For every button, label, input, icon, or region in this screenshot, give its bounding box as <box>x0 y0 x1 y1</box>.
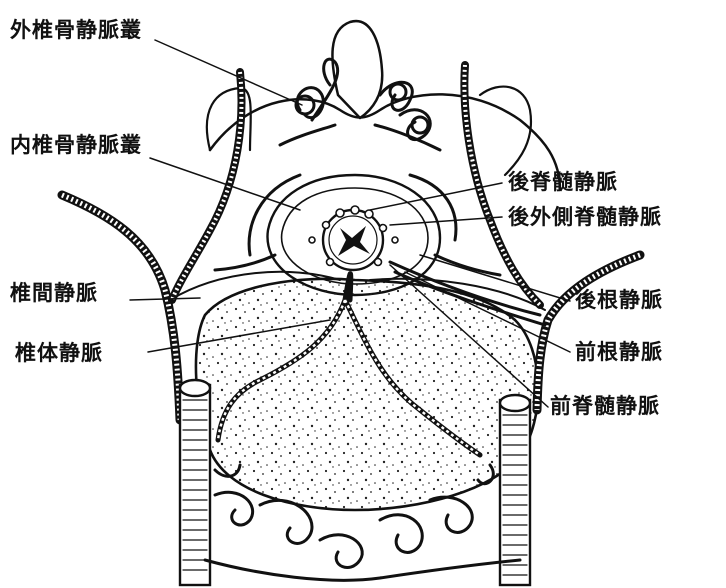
label-posterior-spinal-vein: 後脊髄静脈 <box>508 172 618 193</box>
vertebral-body <box>196 279 538 510</box>
label-posterior-root-vein: 後根静脈 <box>575 290 663 311</box>
left-pedicle-column <box>180 380 210 585</box>
label-internal-plexus: 内椎骨静脈叢 <box>10 135 142 156</box>
label-basivertebral-vein: 椎体静脈 <box>15 343 103 364</box>
right-pedicle-column <box>500 395 530 585</box>
label-intervertebral-vein: 椎間静脈 <box>10 283 98 304</box>
right-transverse-process <box>480 87 531 175</box>
gray-matter <box>338 226 370 256</box>
left-segmental-vein <box>62 195 180 420</box>
spinous-process <box>332 21 382 118</box>
label-anterior-spinal-vein: 前脊髄静脈 <box>550 396 660 417</box>
external-plexus-veins <box>280 59 440 150</box>
label-external-plexus: 外椎骨静脈叢 <box>10 20 142 41</box>
right-segmental-vein <box>537 255 640 410</box>
label-anterior-root-vein: 前根静脈 <box>575 342 663 363</box>
label-posterolateral-spinal-vein: 後外側脊髄静脈 <box>508 207 662 228</box>
